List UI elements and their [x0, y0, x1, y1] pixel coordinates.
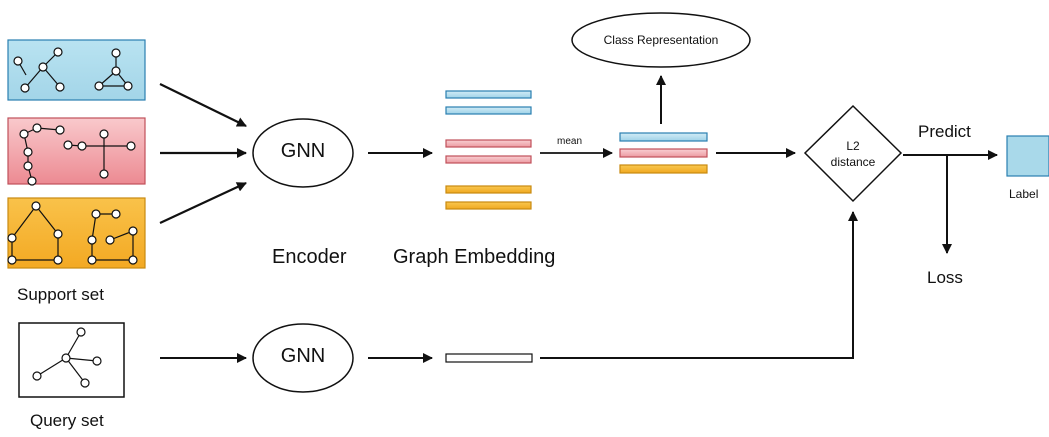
- arrow-orange-to-gnn: [159, 182, 247, 224]
- support-graph-blue: [7, 39, 146, 101]
- class-prototypes: [619, 132, 708, 174]
- l2-distance-node: [803, 104, 903, 203]
- support-graph-red: [7, 117, 146, 186]
- gnn-encoder-bottom: [252, 323, 354, 393]
- encoder-label: Encoder: [272, 246, 347, 268]
- query-set-label: Query set: [30, 411, 104, 430]
- graph-embeddings: [445, 90, 532, 210]
- support-set-label: Support set: [17, 285, 104, 304]
- gnn-top-label: GNN: [280, 140, 326, 162]
- gnn-encoder-top: [252, 118, 354, 188]
- label-caption: Label: [1009, 187, 1039, 201]
- class-representation-node: [571, 12, 751, 68]
- loss-label: Loss: [927, 268, 963, 287]
- support-graph-orange: [7, 197, 146, 269]
- query-embedding: [445, 353, 533, 363]
- gnn-bottom-label: GNN: [280, 345, 326, 367]
- class-representation-label: Class Representation: [603, 33, 719, 47]
- query-graph: [18, 322, 125, 398]
- mean-label: mean: [557, 136, 583, 147]
- distance-label: distance: [830, 155, 876, 169]
- graph-embedding-label: Graph Embedding: [393, 246, 556, 268]
- label-node: [1006, 135, 1049, 177]
- predict-label: Predict: [918, 122, 971, 141]
- l2-label: L2: [846, 139, 860, 153]
- arrow-query-to-l2: [540, 211, 858, 359]
- arrow-blue-to-gnn: [159, 83, 247, 127]
